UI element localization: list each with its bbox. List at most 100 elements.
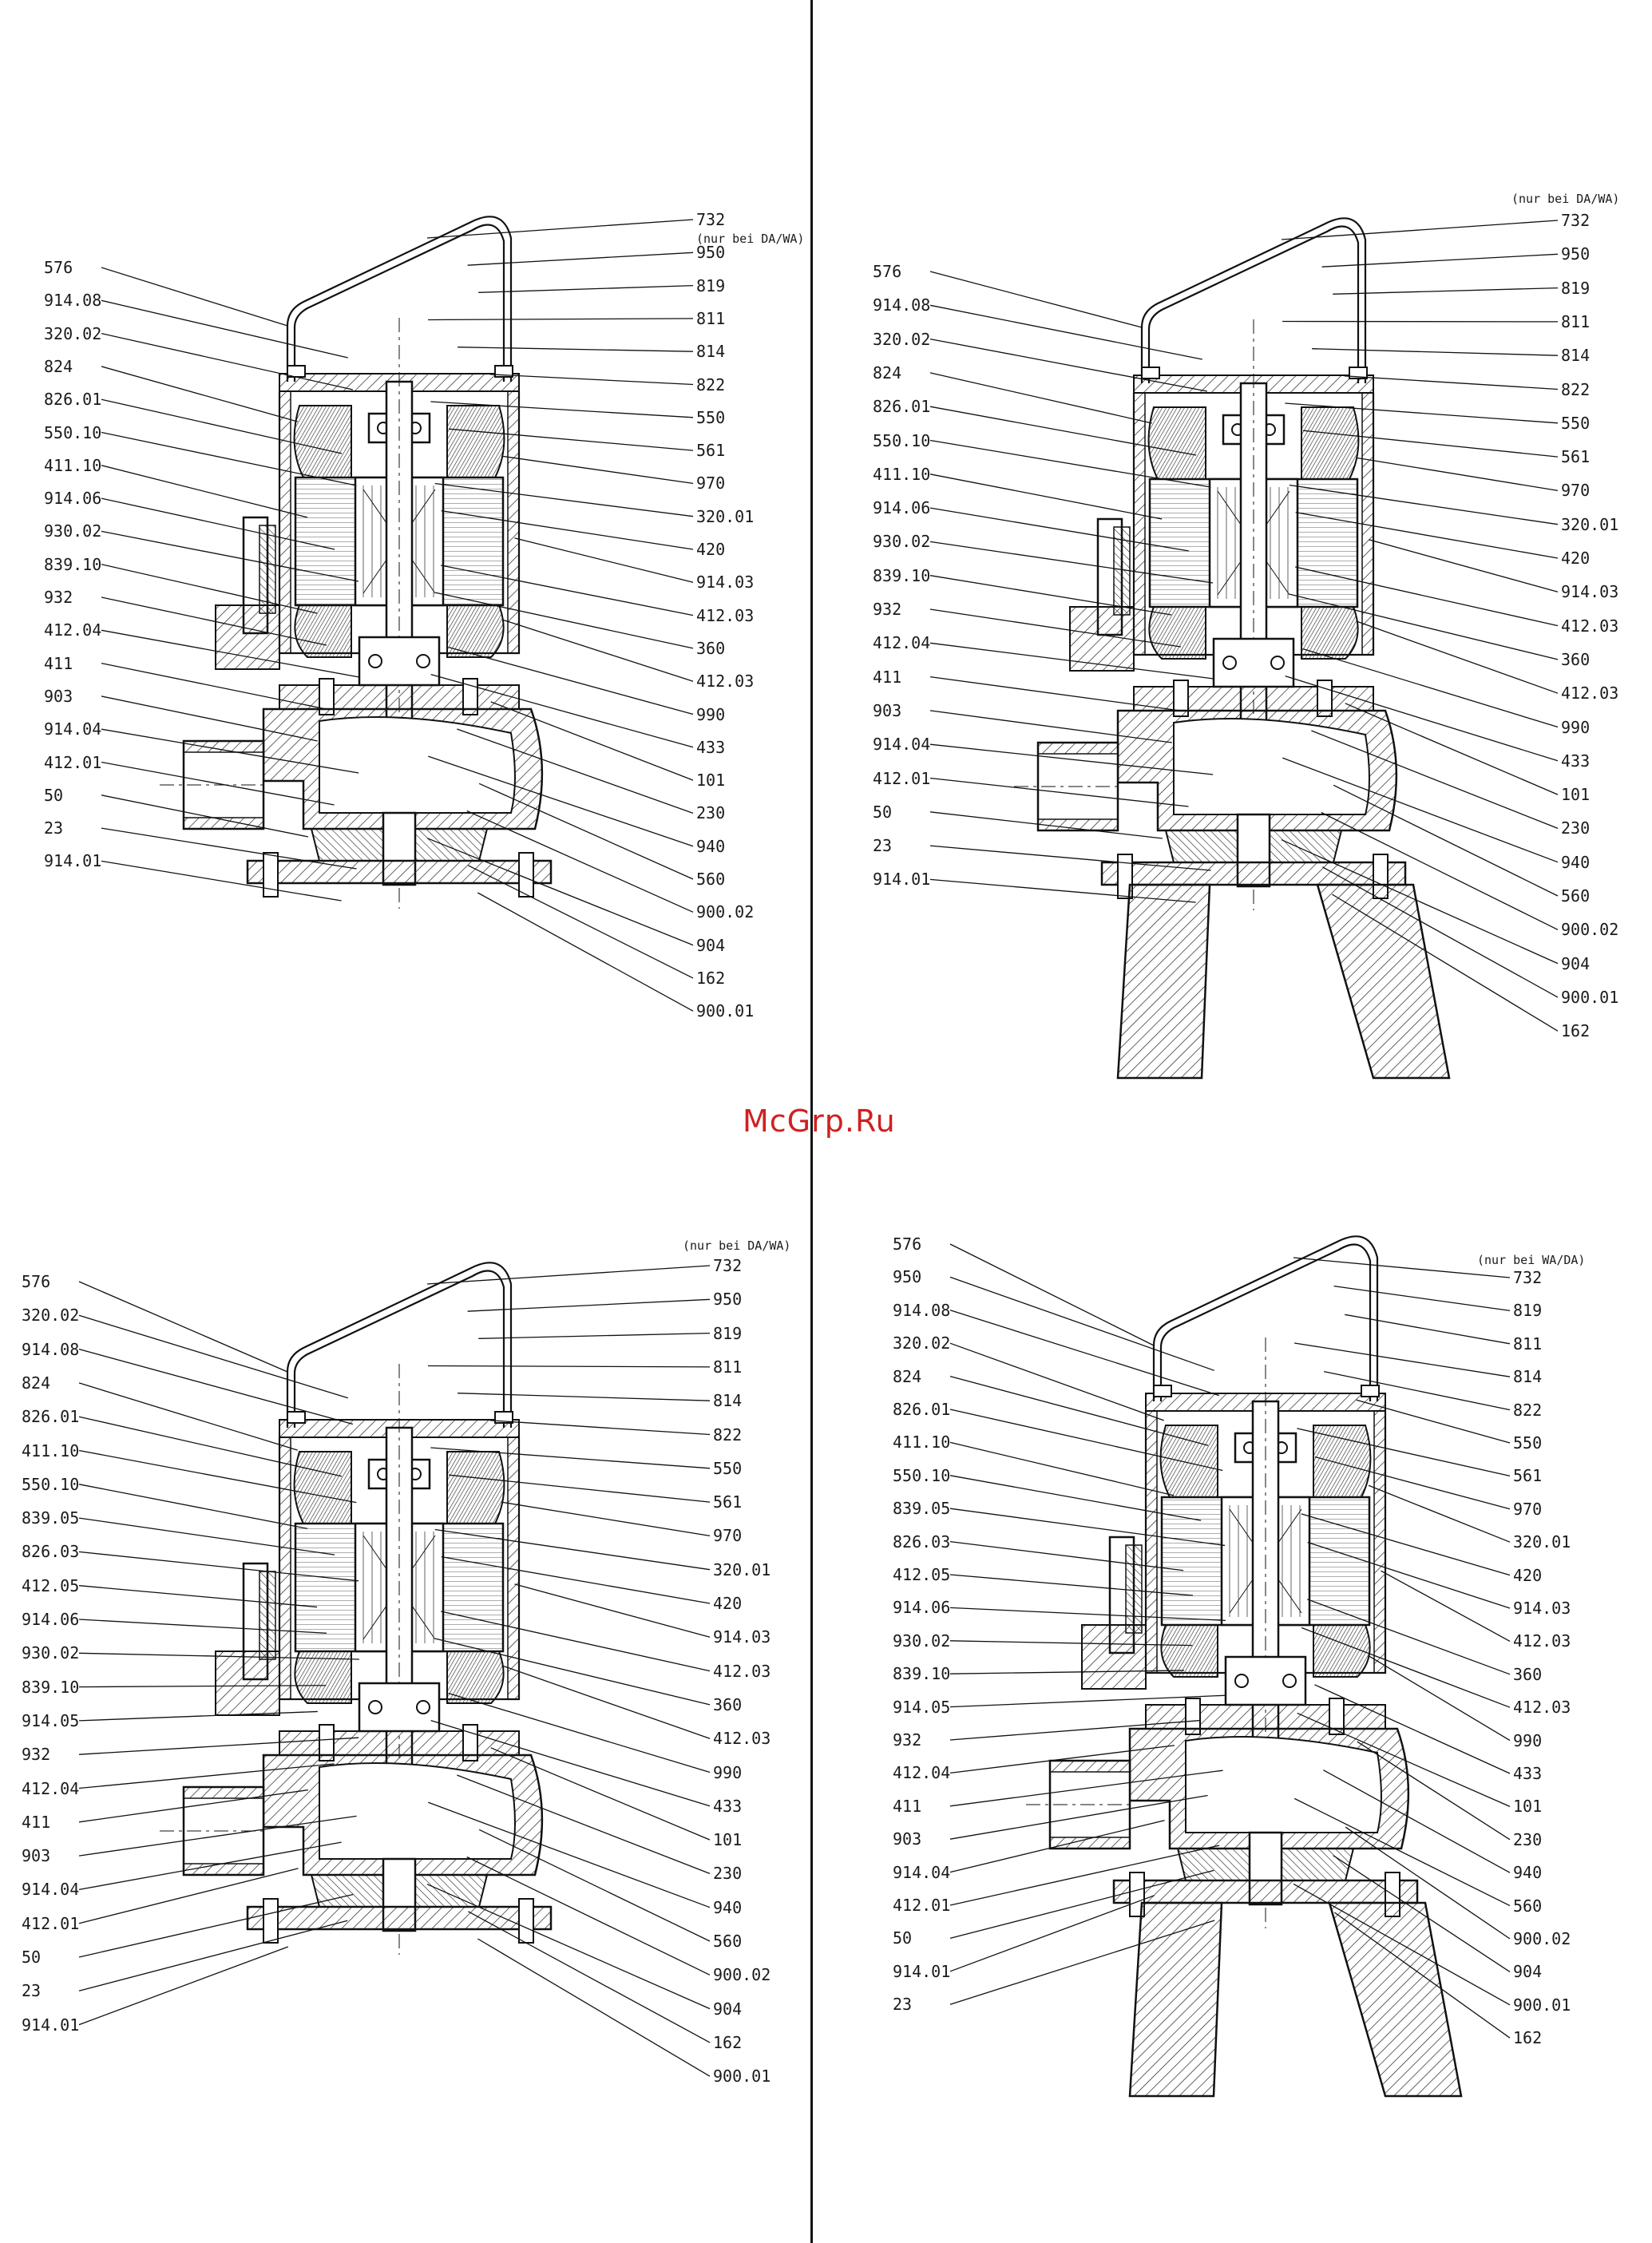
- leader-line: [1333, 287, 1559, 295]
- suction-cover: [246, 1905, 553, 1931]
- leader-line: [490, 1747, 711, 1841]
- part-label: 970: [713, 1526, 743, 1546]
- part-label: 819: [713, 1323, 743, 1343]
- part-label: 950: [893, 1267, 922, 1287]
- part-label: 320.02: [22, 1306, 80, 1326]
- leader-line: [1323, 1769, 1511, 1873]
- part-label: 550.10: [893, 1465, 951, 1485]
- leader-line: [1293, 1797, 1511, 1907]
- leader-line: [1333, 784, 1559, 897]
- leader-line: [78, 1585, 318, 1608]
- part-label: 411.10: [893, 1433, 951, 1452]
- leader-line: [448, 1692, 711, 1773]
- leader-line: [477, 1938, 711, 2077]
- leader-line: [949, 1769, 1223, 1807]
- part-label: 826.01: [22, 1407, 80, 1427]
- leader-line: [78, 1841, 342, 1891]
- leader-line: [466, 810, 694, 913]
- part-label: 914.06: [44, 489, 102, 509]
- part-label: 824: [44, 356, 73, 376]
- leader-line: [1293, 1257, 1511, 1278]
- leader-line: [466, 1856, 711, 1976]
- variant-note: (nur bei DA/WA): [683, 1238, 791, 1253]
- leader-line: [478, 284, 694, 293]
- handle: [1140, 217, 1367, 383]
- suction-cover: [1100, 861, 1407, 886]
- part-label: 411: [893, 1796, 922, 1816]
- leader-line: [1321, 811, 1559, 930]
- part-label: 950: [696, 243, 726, 263]
- part-label: 839.10: [44, 554, 102, 574]
- leader-line: [478, 1829, 711, 1942]
- leader-line: [1333, 1286, 1511, 1312]
- leader-line: [1314, 1456, 1511, 1510]
- leader-line: [435, 592, 694, 649]
- leader-line: [501, 1501, 711, 1537]
- winding-head: [293, 405, 352, 478]
- part-label: 732: [696, 210, 726, 229]
- handle: [286, 1262, 513, 1428]
- leader-line: [949, 1375, 1209, 1446]
- leader-line: [78, 1815, 357, 1857]
- part-label: 819: [1513, 1301, 1543, 1321]
- stand-leg: [1316, 883, 1451, 1080]
- leader-line: [101, 629, 360, 678]
- leader-line: [1344, 375, 1559, 390]
- part-label: 320.01: [713, 1559, 771, 1579]
- leader-line: [514, 537, 694, 583]
- leader-line: [1322, 866, 1559, 998]
- leader-line: [435, 1638, 711, 1706]
- leader-line: [489, 374, 694, 386]
- part-label: 822: [696, 374, 726, 394]
- part-label: 824: [22, 1373, 51, 1393]
- leader-line: [430, 1447, 711, 1469]
- part-label: 904: [1513, 1962, 1543, 1982]
- leader-line: [1357, 620, 1559, 694]
- part-label: 560: [1513, 1896, 1543, 1916]
- part-label: 561: [696, 441, 726, 461]
- leader-line: [78, 1416, 343, 1477]
- leader-line: [448, 646, 694, 715]
- part-label: 826.01: [873, 397, 931, 417]
- leader-line: [502, 1665, 711, 1739]
- part-label: 826.01: [893, 1400, 951, 1419]
- part-label: 230: [713, 1864, 743, 1884]
- leader-line: [101, 465, 308, 518]
- part-label: 940: [1513, 1863, 1543, 1883]
- leader-line: [1369, 539, 1559, 592]
- part-label: 50: [873, 802, 893, 822]
- leader-line: [929, 406, 1197, 456]
- leader-line: [101, 366, 298, 422]
- leader-line: [78, 1893, 354, 1958]
- part-label: 561: [713, 1492, 743, 1512]
- part-label: 412.05: [22, 1575, 80, 1595]
- lower-bearing: [358, 1682, 441, 1733]
- leader-line: [929, 777, 1189, 807]
- leader-line: [1345, 703, 1559, 795]
- leader-line: [949, 1409, 1223, 1472]
- lower-bearing: [1212, 637, 1295, 688]
- leader-line: [929, 676, 1181, 711]
- leader-line: [1281, 220, 1559, 240]
- stand-leg: [1328, 1901, 1463, 2098]
- leader-line: [1311, 730, 1559, 830]
- part-label: 230: [696, 803, 726, 823]
- part-label: 826.01: [44, 390, 102, 410]
- part-label: 811: [1561, 311, 1591, 331]
- leader-line: [1281, 839, 1559, 965]
- leader-line: [1356, 457, 1559, 492]
- part-label: 411.10: [22, 1441, 80, 1460]
- leader-line: [101, 299, 348, 359]
- part-label: 23: [22, 1981, 42, 2001]
- variant-note: (nur bei DA/WA): [696, 232, 805, 246]
- leader-line: [101, 795, 309, 838]
- part-label: 230: [1561, 818, 1591, 838]
- part-label: 940: [696, 836, 726, 856]
- leader-line: [1381, 1570, 1511, 1642]
- leader-line: [78, 1314, 348, 1399]
- part-label: 412.03: [713, 1729, 771, 1749]
- part-label: 550.10: [873, 430, 931, 450]
- stand-leg: [1128, 1901, 1223, 2098]
- leader-line: [1285, 676, 1559, 762]
- part-label: 824: [893, 1366, 922, 1386]
